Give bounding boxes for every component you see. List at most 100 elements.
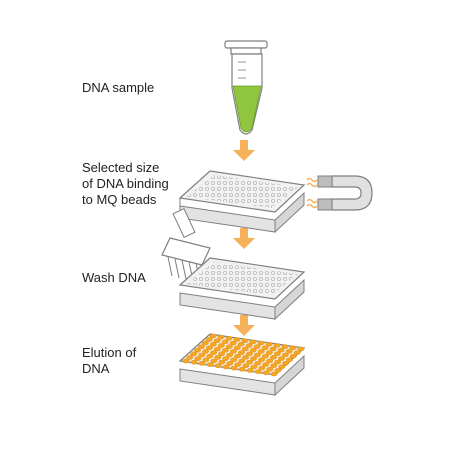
plate-filled-icon [178,333,306,397]
well [265,341,273,347]
arrow-down-icon [233,228,255,249]
well [246,359,254,365]
well [233,345,241,351]
well [293,350,301,355]
well [269,355,277,360]
well [217,343,225,348]
well [237,350,245,355]
well [266,358,274,364]
well [190,351,198,357]
well [262,370,270,376]
well [285,349,293,354]
well [278,364,286,370]
well-grid [182,333,305,377]
well [222,364,230,370]
well [241,338,249,344]
well [297,346,305,352]
well [201,340,209,346]
well [242,363,250,369]
well [289,353,297,359]
well [190,359,198,365]
well [226,361,234,366]
well [209,342,217,347]
arrow-down-icon [233,140,255,161]
plate-icon [178,170,306,234]
well [281,352,289,358]
well [277,347,285,353]
plate-icon [178,257,306,321]
well [222,356,230,361]
well [266,366,274,372]
well [250,356,258,361]
well [289,345,297,351]
well [257,349,265,354]
well [270,371,278,377]
well [225,344,233,349]
well [225,336,233,341]
well [238,358,246,364]
well [237,341,245,347]
well [206,362,214,367]
well [274,368,282,373]
well [206,353,214,359]
well [221,347,229,353]
well [261,345,269,351]
well [218,359,226,365]
step-label-binding: Selected size of DNA binding to MQ beads [82,160,169,207]
well [277,356,285,361]
well [245,351,253,357]
well [217,334,225,340]
well [194,356,202,361]
well [214,355,222,360]
magnetic-field-icon [306,177,318,209]
step-label-wash: Wash DNA [82,270,146,285]
well [249,339,257,345]
well [186,355,194,360]
magnet-icon [317,175,373,211]
well [250,364,258,370]
tube-icon [224,40,268,135]
well [285,357,293,363]
well [254,369,262,374]
well [274,359,282,365]
well [258,357,266,363]
well [249,347,257,353]
well [238,366,246,372]
well [242,355,250,360]
well [221,339,229,345]
well [202,357,210,363]
well [273,351,281,357]
step-label-dna-sample: DNA sample [82,80,155,95]
well [205,337,213,342]
well [213,346,221,352]
well [198,361,206,366]
well [245,343,253,348]
well [205,345,213,351]
well [218,351,226,357]
well [261,353,269,359]
well [281,344,289,349]
well [229,349,237,354]
well [226,352,234,358]
well [230,365,238,371]
well [234,362,242,367]
well [265,350,273,355]
well [213,338,221,344]
well [253,352,261,358]
well [257,340,265,346]
well [229,340,237,346]
well [258,365,266,371]
well [246,368,254,373]
well [269,346,277,352]
well [282,360,290,366]
well [210,358,218,364]
well [253,344,261,349]
well [214,363,222,369]
well [210,350,218,355]
well [182,358,190,364]
well [197,344,205,350]
step-label-elution: Elution of DNA [82,345,137,376]
well [194,347,202,353]
well [209,333,217,339]
